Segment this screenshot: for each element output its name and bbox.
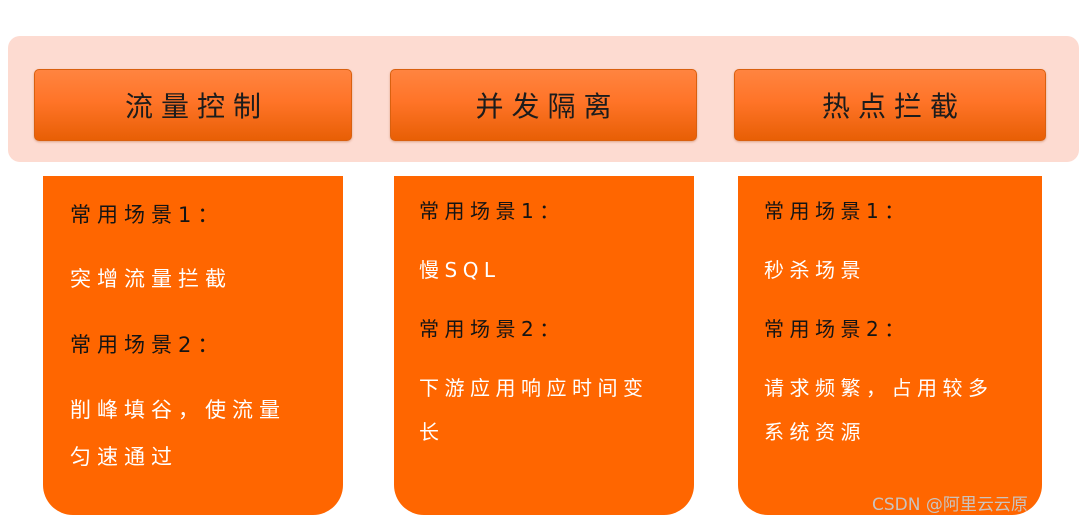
scene1-text: 秒杀场景 xyxy=(764,258,866,282)
card-concurrency-isolation: 常用场景1： 慢SQL 常用场景2： 下游应用响应时间变 长 xyxy=(394,176,694,515)
scene2-text-line2: 匀速通过 xyxy=(70,445,178,469)
scene2-text-line2: 长 xyxy=(419,420,445,444)
header-concurrency-isolation: 并发隔离 xyxy=(390,69,697,141)
header-hotspot-interception: 热点拦截 xyxy=(734,69,1046,141)
scene1-label: 常用场景1： xyxy=(419,199,565,223)
scene1-text: 突增流量拦截 xyxy=(70,267,232,291)
header-label: 热点拦截 xyxy=(821,90,966,123)
header-flow-control: 流量控制 xyxy=(34,69,352,141)
scene1-text: 慢SQL xyxy=(419,258,501,282)
scene2-label: 常用场景2： xyxy=(764,317,910,341)
scene1-label: 常用场景1： xyxy=(70,203,225,227)
card-hotspot-interception: 常用场景1： 秒杀场景 常用场景2： 请求频繁，占用较多 系统资源 xyxy=(738,176,1042,515)
scene2-text-line1: 削峰填谷，使流量 xyxy=(70,398,286,422)
scene1-label: 常用场景1： xyxy=(764,199,910,223)
watermark: CSDN @阿里云云原 xyxy=(872,495,1028,515)
scene2-text-line1: 请求频繁，占用较多 xyxy=(764,376,994,400)
header-label: 并发隔离 xyxy=(475,90,620,123)
scene2-text-line1: 下游应用响应时间变 xyxy=(419,376,649,400)
scene2-label: 常用场景2： xyxy=(419,317,565,341)
scene2-text-line2: 系统资源 xyxy=(764,420,866,444)
scene2-label: 常用场景2： xyxy=(70,333,225,357)
header-label: 流量控制 xyxy=(124,90,269,123)
card-flow-control: 常用场景1： 突增流量拦截 常用场景2： 削峰填谷，使流量 匀速通过 xyxy=(43,176,343,515)
